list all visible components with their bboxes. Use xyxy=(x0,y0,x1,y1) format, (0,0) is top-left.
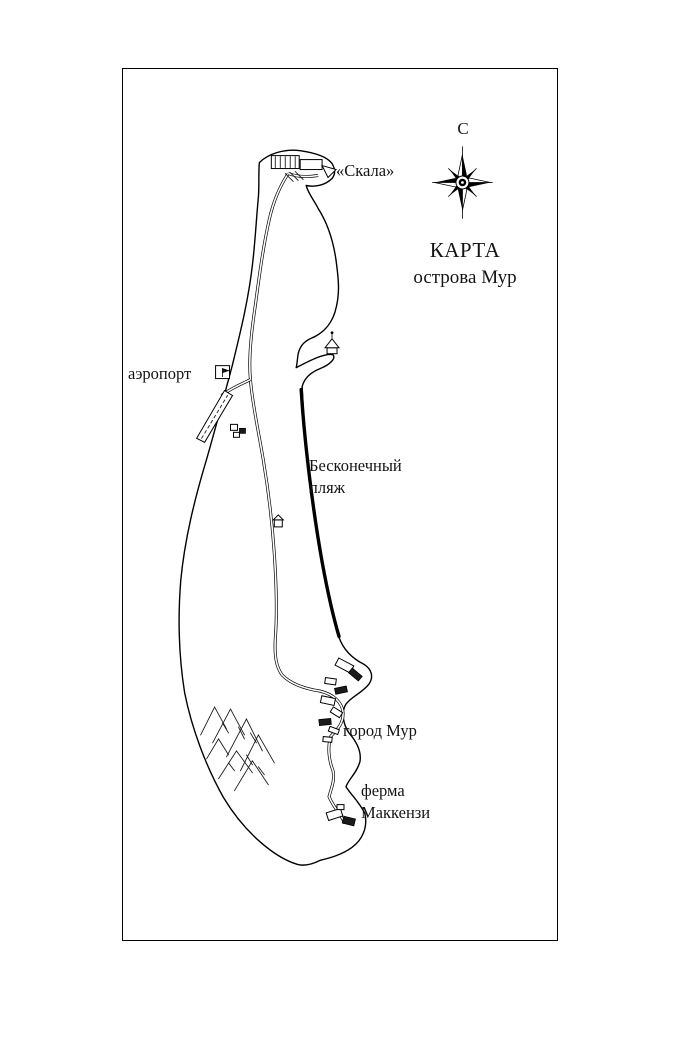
label-mackenzie-farm: ферма Маккензи xyxy=(361,780,430,824)
main-road xyxy=(248,172,347,825)
label-mackenzie-farm-line1: ферма xyxy=(361,781,405,800)
farm-buildings xyxy=(325,804,356,827)
island-map-graphic xyxy=(178,146,493,866)
label-mackenzie-farm-line2: Маккензи xyxy=(361,803,431,823)
town-buildings xyxy=(318,657,363,743)
map-title: КАРТА xyxy=(429,238,501,262)
label-skala: «Скала» xyxy=(336,161,395,180)
mountains xyxy=(200,706,275,792)
label-endless-beach-line2: пляж xyxy=(309,478,346,498)
label-airport: аэропорт xyxy=(128,364,192,383)
label-moor-town: город Мур xyxy=(343,721,417,740)
compass-north-label: С xyxy=(457,119,469,138)
skala-buildings xyxy=(270,155,337,182)
mid-island-building xyxy=(272,514,285,528)
beach-bold-line xyxy=(299,387,341,639)
airport-runway xyxy=(195,389,234,443)
map-subtitle: острова Мур xyxy=(413,267,517,288)
label-endless-beach-line1: Бесконечный xyxy=(309,456,402,475)
airport-terminal xyxy=(215,365,231,380)
label-endless-beach: Бесконечный пляж xyxy=(309,455,402,499)
compass-rose xyxy=(432,146,493,219)
airport-outbuildings xyxy=(230,423,246,438)
watchtower-icon xyxy=(324,331,341,355)
island-outline xyxy=(178,149,373,866)
skala-promontory-road xyxy=(287,172,319,179)
map-frame xyxy=(122,68,558,941)
